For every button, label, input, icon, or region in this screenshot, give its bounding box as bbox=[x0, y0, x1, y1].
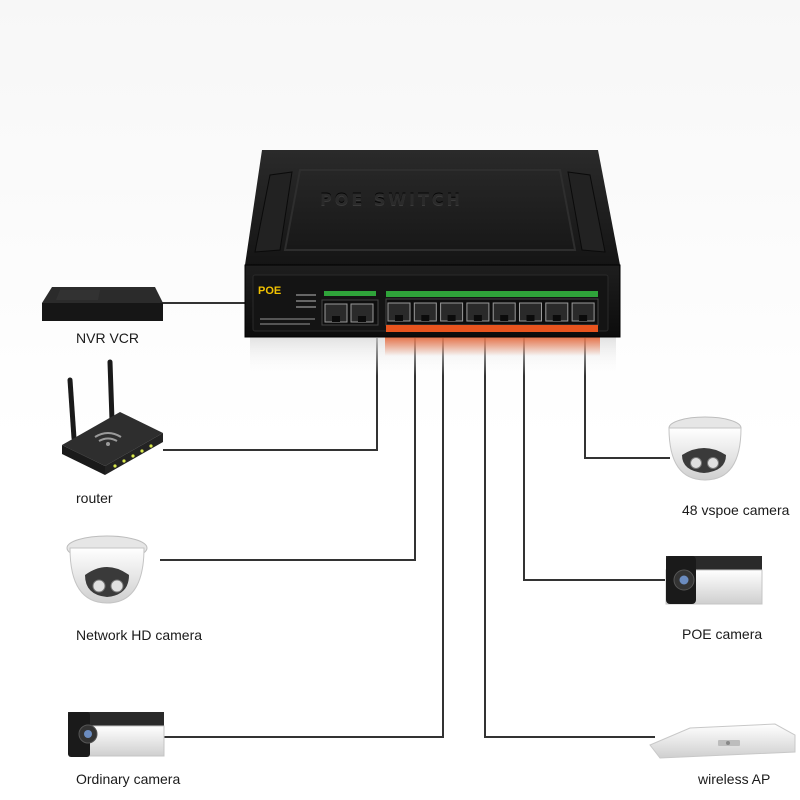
device-label-48v-camera: 48 vspoe camera bbox=[682, 502, 790, 518]
poe-port-7 bbox=[545, 302, 569, 322]
network-hd-camera-device bbox=[66, 535, 148, 604]
device-label-router: router bbox=[76, 490, 113, 506]
cable-wireless-ap bbox=[484, 338, 655, 738]
uplink-port-2 bbox=[350, 303, 374, 323]
cables bbox=[160, 302, 670, 738]
poe-port-3 bbox=[440, 302, 464, 322]
poe-port-2 bbox=[413, 302, 437, 322]
poe-port-8 bbox=[571, 302, 595, 322]
wireless-ap-device bbox=[649, 723, 796, 759]
poe-port-5 bbox=[492, 302, 516, 322]
switch-title: POE SWITCH bbox=[320, 190, 463, 209]
48v-poe-camera-device bbox=[668, 416, 742, 481]
router-device bbox=[62, 359, 163, 475]
cable-ordinary-camera bbox=[163, 338, 444, 738]
cable-network-hd-camera bbox=[160, 338, 416, 561]
device-label-poe-camera: POE camera bbox=[682, 626, 763, 642]
uplink-port-1 bbox=[324, 303, 348, 323]
cable-48v-camera bbox=[584, 338, 670, 459]
poe-switch bbox=[244, 150, 621, 376]
device-label-wireless-ap: wireless AP bbox=[698, 771, 771, 787]
poe-port-1 bbox=[387, 302, 411, 322]
device-label-network-hd-camera: Network HD camera bbox=[76, 627, 203, 643]
cable-poe-camera bbox=[523, 338, 665, 581]
device-label-ordinary-camera: Ordinary camera bbox=[76, 771, 181, 787]
poe-port-6 bbox=[519, 302, 542, 322]
ordinary-camera-device bbox=[68, 712, 165, 757]
switch-poe-badge: POE bbox=[258, 285, 282, 297]
poe-camera-device bbox=[665, 556, 763, 605]
poe-port-4 bbox=[466, 302, 490, 322]
nvr-device bbox=[42, 287, 163, 321]
device-label-nvr: NVR VCR bbox=[76, 330, 140, 346]
